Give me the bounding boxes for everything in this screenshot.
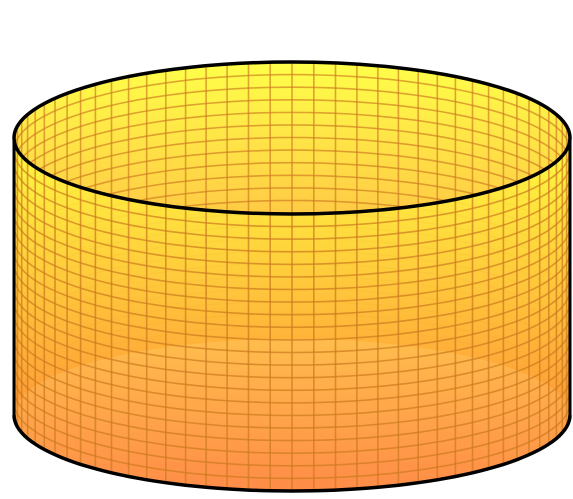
bottom-rim [12,414,572,493]
cylinder-outline [12,60,572,493]
cylinder-outer-front-surface [13,138,571,491]
